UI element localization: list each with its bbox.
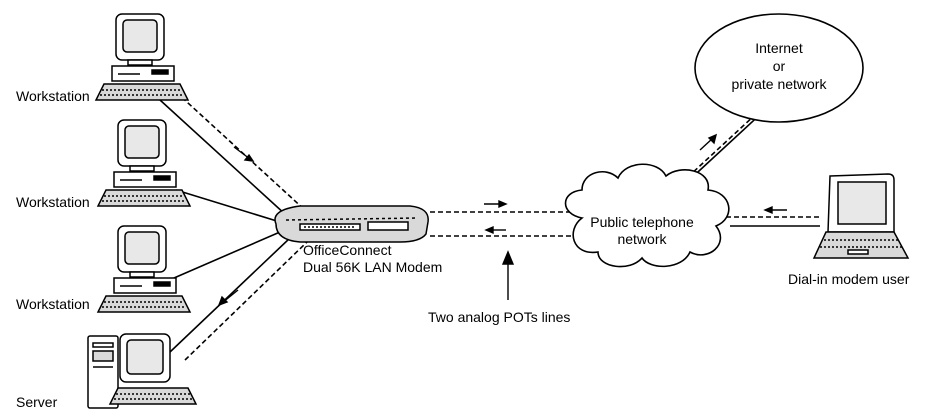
modem-label-line1: OfficeConnect [303, 242, 392, 258]
workstation-2-icon [96, 119, 192, 207]
server-label: Server [16, 394, 58, 410]
internet-arrowhead-icon [707, 133, 718, 145]
pots-label: Two analog POTs lines [428, 309, 571, 325]
ws1-arrowhead-icon [243, 153, 255, 162]
modem-label-line2: Dual 56K LAN Modem [303, 259, 443, 275]
pots-arrows [484, 199, 515, 300]
ws2-solid-line [175, 189, 281, 223]
pots-left-arrowhead-icon [484, 225, 494, 235]
laptop-icon [812, 173, 910, 259]
phone-network-label-line2: network [617, 231, 667, 247]
dialin-label: Dial-in modem user [788, 271, 910, 287]
lan-arrows [217, 146, 255, 307]
internet-solid-line [685, 109, 766, 184]
ws3-solid-line [173, 231, 281, 279]
ws1-solid-line [159, 99, 287, 216]
workstation-1-label: Workstation [16, 88, 90, 104]
workstation-3-icon [96, 225, 192, 313]
server-icon [87, 333, 198, 409]
modem-icon [274, 205, 429, 243]
workstation-3-label: Workstation [16, 296, 90, 312]
internet-ellipse-icon [694, 13, 864, 123]
pots-right-arrowhead-icon [498, 199, 508, 209]
internet-label-line3: private network [731, 76, 827, 92]
workstation-1-icon [94, 13, 190, 101]
internet-label-line2: or [772, 58, 786, 74]
workstation-2-label: Workstation [16, 194, 90, 210]
phone-network-label-line1: Public telephone [590, 214, 694, 230]
phone-network-cloud-icon [564, 163, 730, 268]
pots-lines [430, 211, 572, 237]
server-dashed-line [184, 241, 308, 361]
internet-label-line1: Internet [755, 40, 803, 56]
wan-arrows [699, 133, 787, 215]
pots-pointer-arrowhead-icon [501, 250, 515, 265]
server-arrowhead-icon [217, 295, 229, 307]
server-solid-line [169, 237, 291, 353]
dialin-arrowhead-icon [763, 205, 773, 215]
